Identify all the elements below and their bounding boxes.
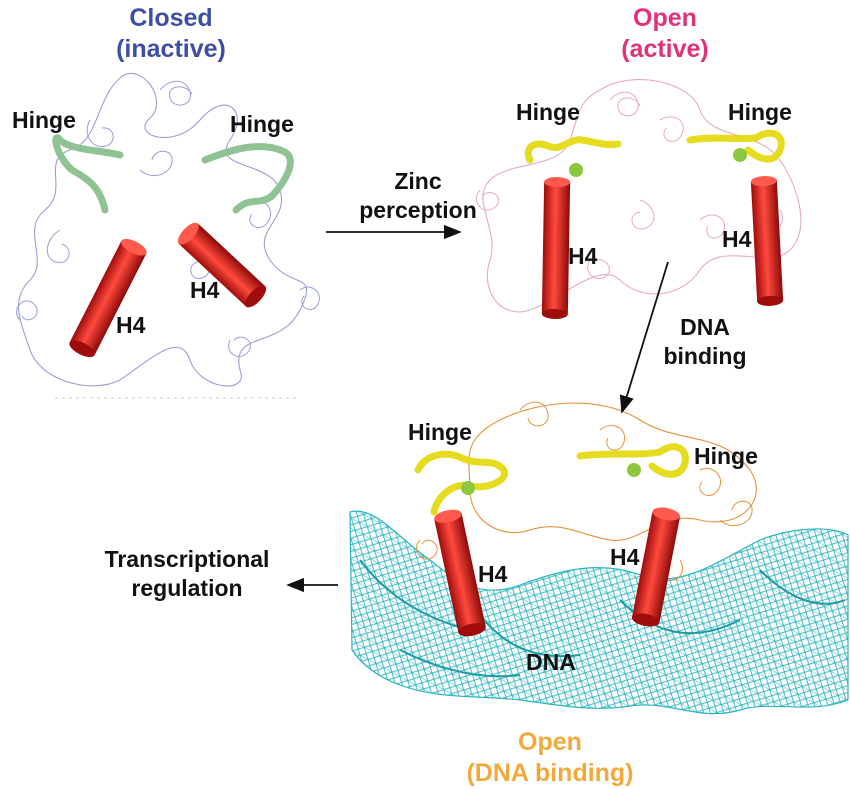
zinc-perception-line2: perception bbox=[359, 197, 477, 223]
closed-hinge-left-label: Hinge bbox=[12, 107, 76, 133]
dna-state-zinc-ion-left bbox=[461, 481, 475, 495]
dna-state-hinge-right bbox=[576, 443, 689, 478]
dna-state-helix-h4-left bbox=[434, 509, 486, 637]
dna-bound-structure bbox=[349, 401, 849, 715]
dna-mesh bbox=[349, 510, 849, 715]
open-hinge-left-label: Hinge bbox=[516, 99, 580, 125]
open-backbone-loops bbox=[475, 91, 784, 280]
dna-bound-state-title-line1: Open bbox=[518, 728, 582, 756]
dna-binding-line1: DNA bbox=[680, 314, 730, 340]
dna-state-backbone-loops bbox=[416, 401, 753, 581]
closed-state-title-line1: Closed bbox=[129, 4, 213, 32]
open-hinge-right bbox=[686, 129, 785, 163]
dna-state-protein-backbone bbox=[468, 402, 757, 541]
open-state-title-line1: Open bbox=[633, 4, 697, 32]
closed-state-title-line2: (inactive) bbox=[116, 35, 226, 63]
dna-binding-arrow bbox=[619, 261, 669, 414]
zinc-perception-label: Zinc perception bbox=[350, 167, 486, 225]
closed-backbone-loops bbox=[16, 80, 320, 357]
dna-binding-label: DNA binding bbox=[650, 313, 760, 371]
dna-state-zinc-ion-right bbox=[627, 463, 641, 477]
dna-binding-line2: binding bbox=[663, 343, 747, 369]
closed-protein-backbone bbox=[17, 72, 307, 387]
closed-h4-left-label: H4 bbox=[116, 312, 146, 338]
transcriptional-regulation-label: Transcriptional regulation bbox=[82, 545, 292, 603]
dna-state-hinge-left bbox=[414, 450, 508, 516]
dna-state-hinge-right-label: Hinge bbox=[694, 443, 758, 469]
dna-label: DNA bbox=[526, 649, 576, 675]
open-hinge-right-label: Hinge bbox=[728, 99, 792, 125]
dna-state-helix-h4-right bbox=[631, 507, 681, 627]
dna-bound-state-title: Open (DNA binding) bbox=[440, 727, 660, 789]
transcriptional-regulation-line2: regulation bbox=[131, 575, 243, 601]
open-state-title-line2: (active) bbox=[621, 35, 709, 63]
zinc-perception-line1: Zinc bbox=[394, 168, 442, 194]
open-h4-left-label: H4 bbox=[568, 243, 598, 269]
open-structure bbox=[475, 79, 802, 319]
dna-groove-lines bbox=[359, 559, 846, 678]
closed-helix-h4-right bbox=[177, 222, 267, 308]
transcriptional-regulation-line1: Transcriptional bbox=[104, 546, 270, 572]
dna-state-h4-right-label: H4 bbox=[610, 544, 640, 570]
open-helix-h4-left bbox=[541, 177, 571, 319]
closed-hinge-right bbox=[201, 143, 294, 214]
open-hinge-left bbox=[524, 136, 622, 164]
closed-hinge-left bbox=[52, 134, 124, 214]
open-helix-h4-right bbox=[750, 176, 784, 306]
closed-structure bbox=[16, 72, 320, 399]
open-zinc-ion-right bbox=[733, 148, 747, 162]
closed-helix-h4-left bbox=[69, 238, 147, 358]
open-zinc-ion-left bbox=[569, 163, 583, 177]
closed-state-title: Closed (inactive) bbox=[96, 3, 246, 65]
open-h4-right-label: H4 bbox=[722, 226, 752, 252]
open-state-title: Open (active) bbox=[600, 3, 730, 65]
dna-bound-state-title-line2: (DNA binding) bbox=[466, 759, 634, 787]
dna-state-h4-left-label: H4 bbox=[478, 561, 508, 587]
dna-state-hinge-left-label: Hinge bbox=[408, 419, 472, 445]
closed-hinge-right-label: Hinge bbox=[230, 111, 294, 137]
closed-h4-right-label: H4 bbox=[190, 277, 220, 303]
